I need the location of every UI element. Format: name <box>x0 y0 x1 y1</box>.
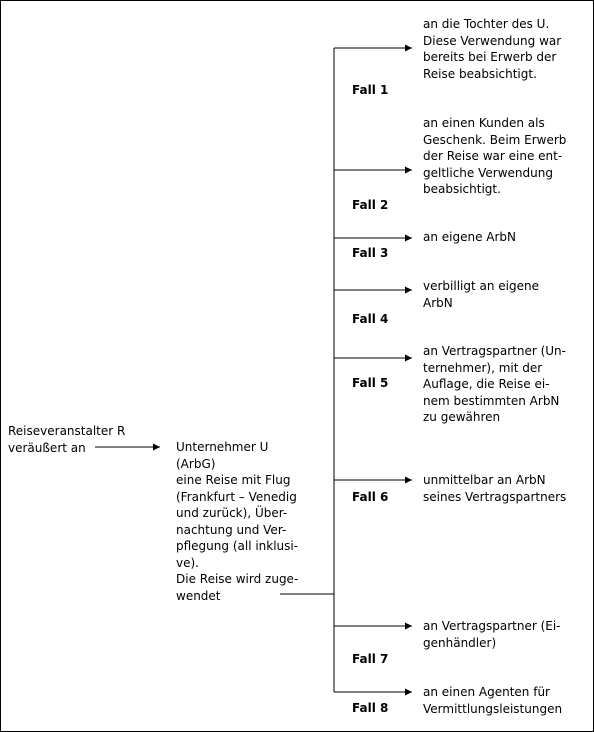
fall-label-3: Fall 3 <box>352 246 389 260</box>
recipient-fall-5: an Vertragspartner (Un- ternehmer), mit … <box>423 344 566 424</box>
entrepreneur-text: Unternehmer U (ArbG) eine Reise mit Flug… <box>176 440 299 603</box>
recipient-fall-4: verbilligt an eigene ArbN <box>423 279 539 310</box>
recipient-fall-3: an eigene ArbN <box>423 230 517 244</box>
fall-label-4: Fall 4 <box>352 312 389 326</box>
fall-label-5: Fall 5 <box>352 376 389 390</box>
source-text: Reiseveranstalter R veräußert an <box>8 424 126 455</box>
recipient-fall-1: an die Tochter des U. Diese Verwendung w… <box>423 17 562 81</box>
fall-label-2: Fall 2 <box>352 198 389 212</box>
recipient-fall-7: an Vertragspartner (Ei- genhändler) <box>423 619 561 650</box>
fall-label-8: Fall 8 <box>352 701 389 715</box>
recipient-fall-2: an einen Kunden als Geschenk. Beim Erwer… <box>423 116 567 196</box>
fall-label-6: Fall 6 <box>352 490 389 504</box>
recipient-fall-6: unmittelbar an ArbN seines Vertragspartn… <box>423 473 567 504</box>
fall-label-7: Fall 7 <box>352 652 389 666</box>
fall-label-1: Fall 1 <box>352 83 389 97</box>
recipient-fall-8: an einen Agenten für Vermittlungsleistun… <box>423 685 563 716</box>
